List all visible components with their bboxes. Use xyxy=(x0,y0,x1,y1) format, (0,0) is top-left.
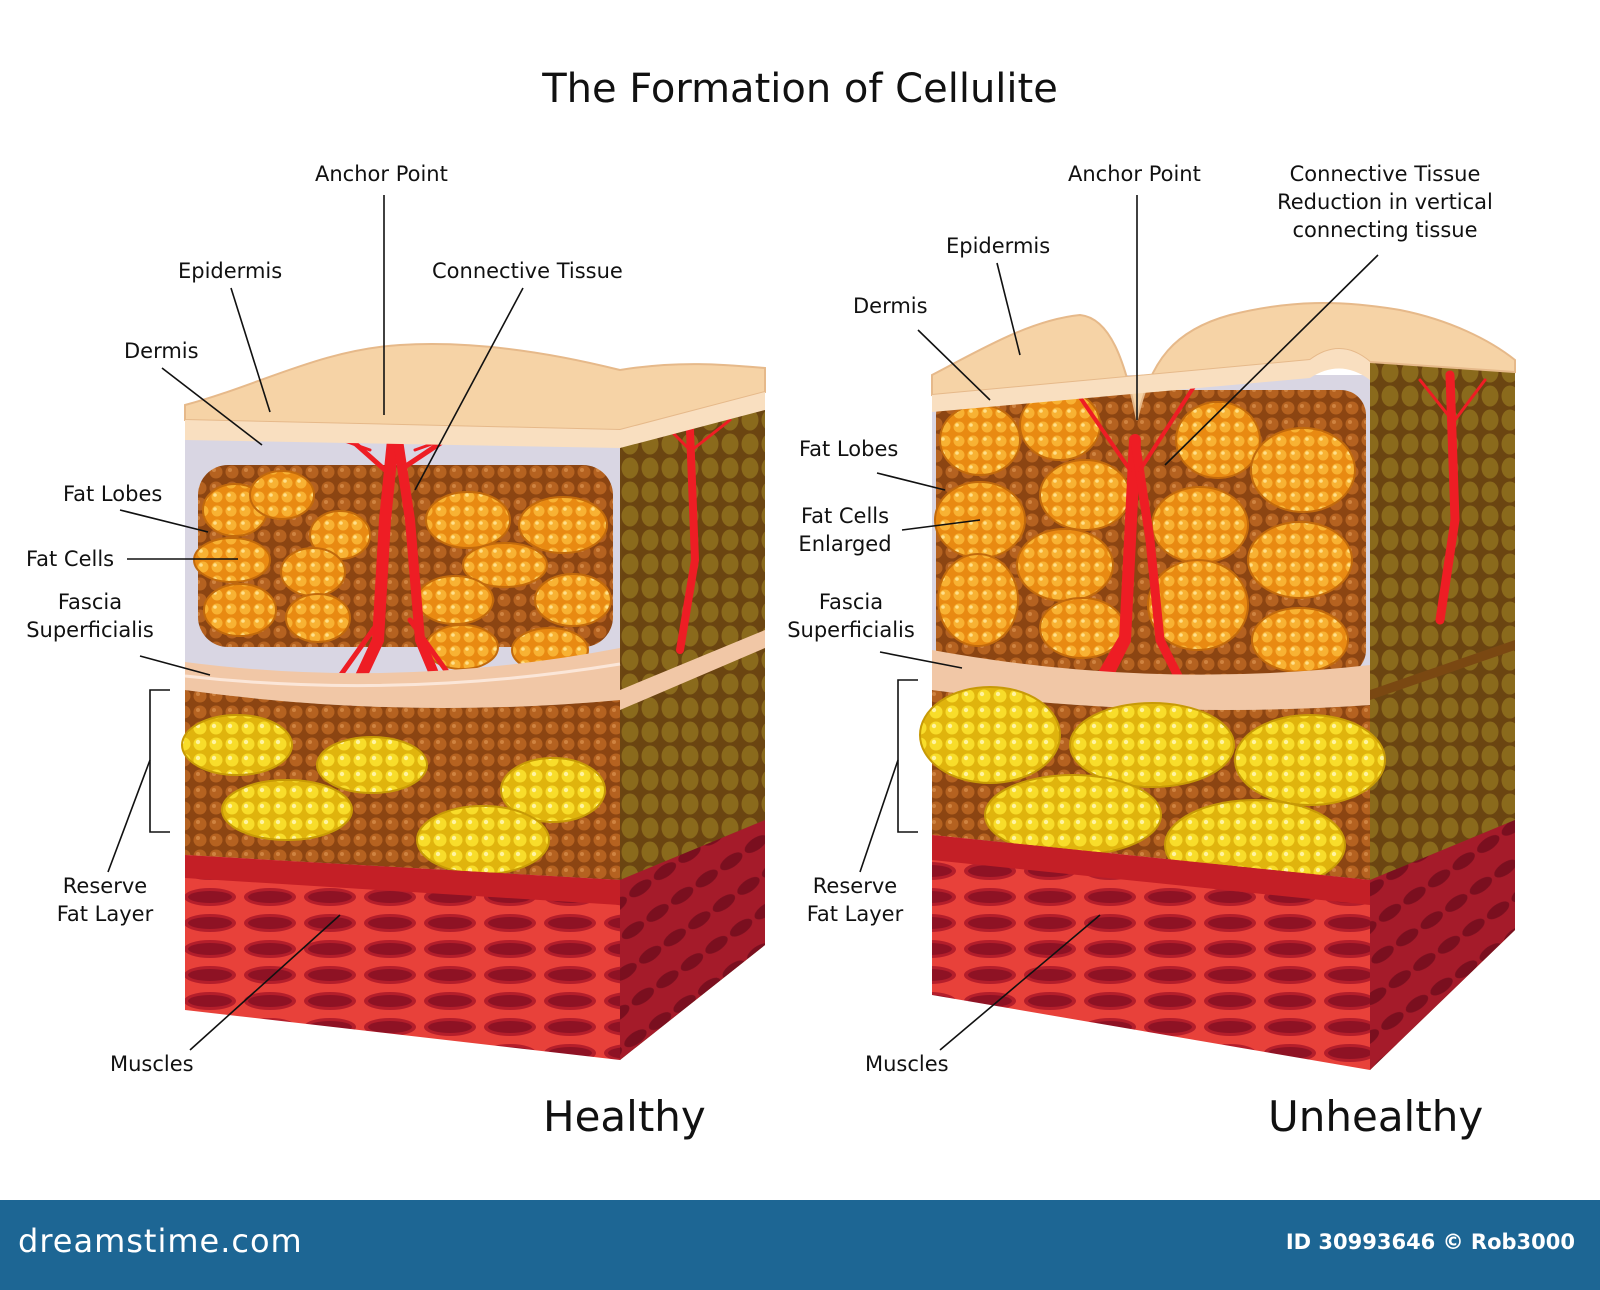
unhealthy-fat-lobes-label: Fat Lobes xyxy=(799,437,899,461)
unhealthy-fascia-line1: Fascia xyxy=(818,590,884,614)
cellulite-illustration xyxy=(107,195,1516,1070)
healthy-fascia-line2: Superficialis xyxy=(26,618,154,642)
unhealthy-anchor-point-label: Anchor Point xyxy=(1068,162,1201,186)
diagram-title: The Formation of Cellulite xyxy=(542,66,1058,112)
unhealthy-epidermis-label: Epidermis xyxy=(946,234,1051,258)
healthy-fascia xyxy=(185,648,620,708)
unhealthy-fat-cells-line2: Enlarged xyxy=(798,532,892,556)
healthy-epidermis-label: Epidermis xyxy=(178,259,283,283)
unhealthy-reserve-line2: Fat Layer xyxy=(806,902,904,926)
healthy-connective-tissue xyxy=(298,414,732,706)
unhealthy-connective-tissue-label: Connective Tissue Reduction in vertical … xyxy=(1265,160,1505,244)
healthy-reserve-line1: Reserve xyxy=(62,874,148,898)
unhealthy-block xyxy=(919,302,1516,1070)
unhealthy-reserve-label: Reserve Fat Layer xyxy=(800,872,910,928)
unhealthy-caption: Unhealthy xyxy=(1268,1092,1484,1141)
leader-lines xyxy=(107,195,1379,1051)
healthy-reserve-lobes xyxy=(181,714,606,875)
unhealthy-connective-line3: connecting tissue xyxy=(1292,218,1478,242)
unhealthy-fascia xyxy=(932,650,1370,710)
healthy-block xyxy=(181,343,766,1060)
unhealthy-fat-cells-line1: Fat Cells xyxy=(800,504,890,528)
unhealthy-skin xyxy=(931,302,1516,421)
unhealthy-reserve-line1: Reserve xyxy=(812,874,898,898)
unhealthy-fascia-line2: Superficialis xyxy=(787,618,915,642)
healthy-fascia-line1: Fascia xyxy=(57,590,123,614)
brand-logo[interactable]: dreamstime.com xyxy=(18,1222,303,1260)
healthy-muscles xyxy=(185,855,620,1060)
healthy-fascia-label: Fascia Superficialis xyxy=(20,588,160,644)
unhealthy-connective-line1: Connective Tissue xyxy=(1289,162,1481,186)
healthy-muscles-label: Muscles xyxy=(110,1052,194,1076)
unhealthy-reserve-lobes xyxy=(919,686,1386,891)
unhealthy-muscles-label: Muscles xyxy=(865,1052,949,1076)
healthy-reserve-label: Reserve Fat Layer xyxy=(50,872,160,928)
healthy-fat-lobes-label: Fat Lobes xyxy=(63,482,163,506)
footer-bar: dreamstime.com ID 30993646 © Rob3000 xyxy=(0,1200,1600,1290)
healthy-caption: Healthy xyxy=(543,1092,706,1141)
unhealthy-dermis-label: Dermis xyxy=(853,294,928,318)
healthy-fat-lobes xyxy=(193,470,612,673)
healthy-fat-cells-label: Fat Cells xyxy=(26,547,115,571)
healthy-anchor-point-label: Anchor Point xyxy=(315,162,448,186)
unhealthy-connective-line2: Reduction in vertical xyxy=(1277,190,1493,214)
unhealthy-fat-cells-label: Fat Cells Enlarged xyxy=(790,502,900,558)
healthy-connective-tissue-label: Connective Tissue xyxy=(432,259,623,283)
healthy-dermis-label: Dermis xyxy=(124,339,199,363)
image-credit: ID 30993646 © Rob3000 xyxy=(1285,1230,1575,1254)
unhealthy-fascia-label: Fascia Superficialis xyxy=(781,588,921,644)
healthy-reserve-line2: Fat Layer xyxy=(56,902,154,926)
healthy-skin xyxy=(184,343,766,432)
